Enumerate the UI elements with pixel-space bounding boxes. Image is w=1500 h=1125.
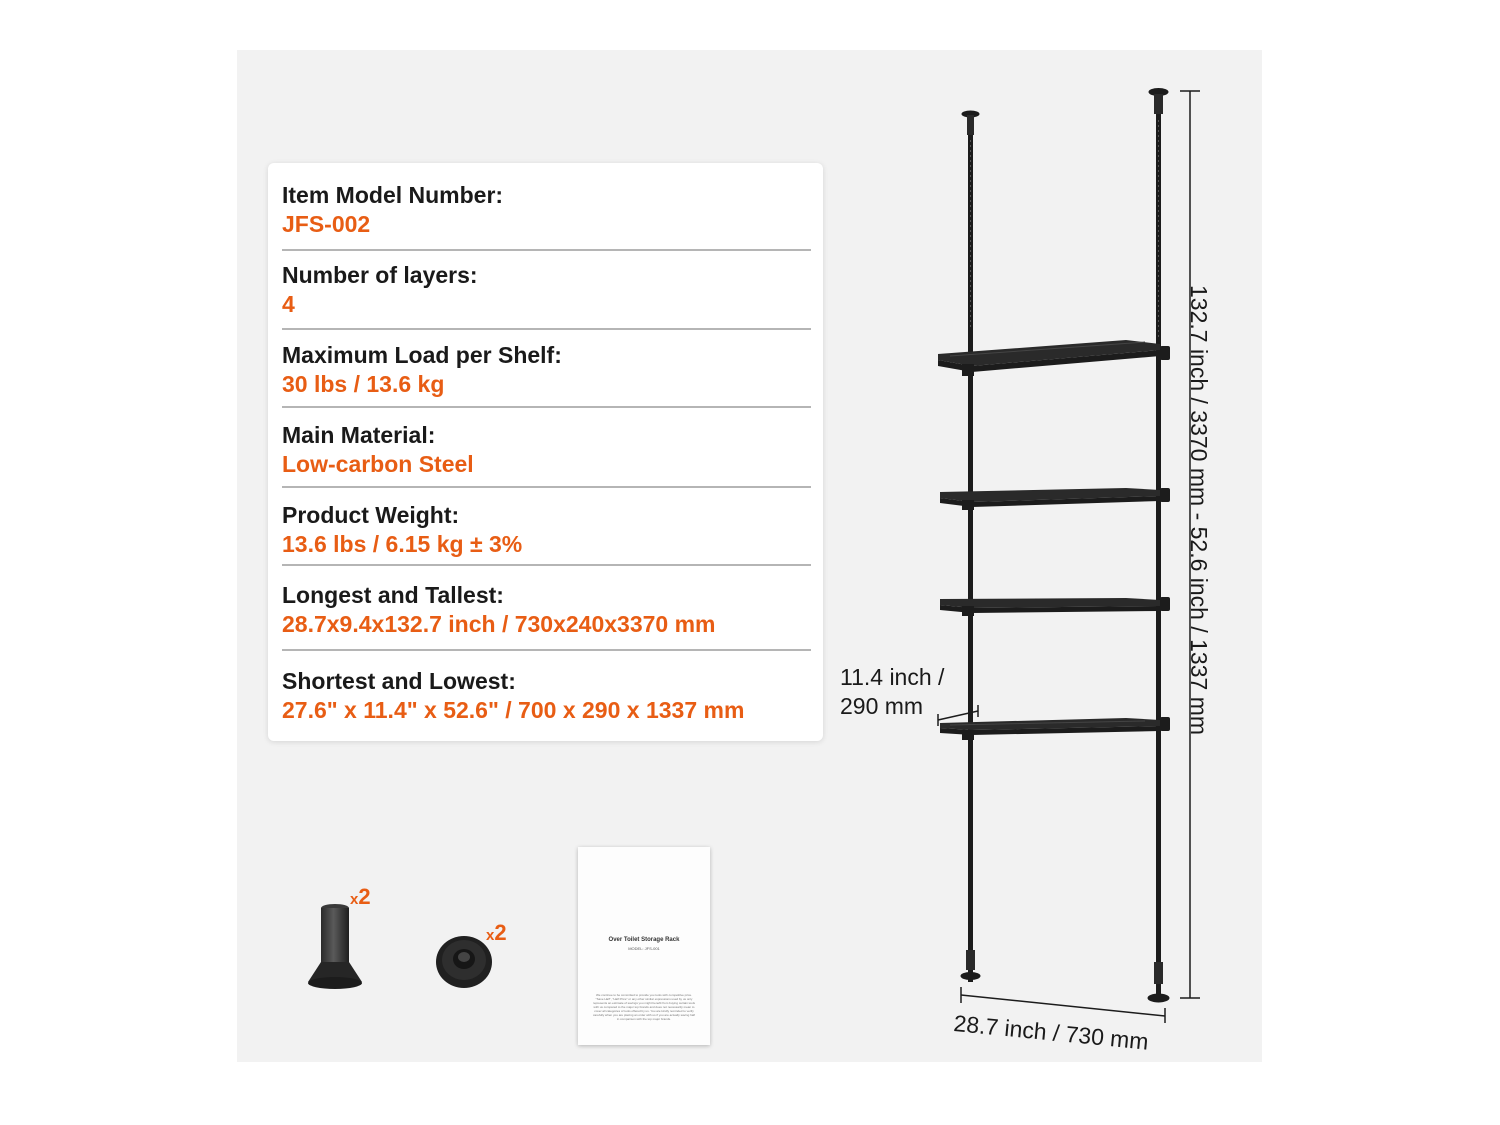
manual-text: We continue to be committed to provide y… (592, 993, 696, 1021)
height-dimension-line (1180, 90, 1200, 999)
spec-label: Main Material: (282, 422, 436, 448)
spec-value: 13.6 lbs / 6.15 kg ± 3% (282, 531, 523, 557)
spec-divider (282, 249, 811, 251)
spec-value: Low-carbon Steel (282, 451, 474, 477)
width-dimension-line (960, 987, 1166, 1023)
spec-divider (282, 564, 811, 566)
spec-value: 30 lbs / 13.6 kg (282, 371, 445, 397)
height-dimension-label: 132.7 inch / 3370 mm - 52.6 inch / 1337 … (1186, 285, 1212, 736)
depth-dimension-label-line1: 11.4 inch / (840, 664, 945, 690)
manual-model: MODEL: JFS-001 (628, 946, 660, 951)
spec-value: 4 (282, 291, 295, 317)
spec-divider (282, 486, 811, 488)
spec-row-weight: Product Weight: 13.6 lbs / 6.15 kg ± 3% (282, 501, 811, 559)
foot-piece-icon (308, 904, 362, 989)
spec-row-longest: Longest and Tallest: 28.7x9.4x132.7 inch… (282, 581, 811, 639)
foot-quantity-label: x2 (350, 884, 371, 909)
spec-row-max-load: Maximum Load per Shelf: 30 lbs / 13.6 kg (282, 341, 811, 399)
manual-title: Over Toilet Storage Rack (608, 937, 680, 943)
spec-label: Product Weight: (282, 502, 460, 528)
spec-row-model: Item Model Number: JFS-002 (282, 181, 811, 239)
spec-label: Shortest and Lowest: (282, 668, 516, 694)
spec-divider (282, 406, 811, 408)
spec-value: 27.6" x 11.4" x 52.6" / 700 x 290 x 1337… (282, 697, 745, 723)
spec-label: Longest and Tallest: (282, 582, 504, 608)
spec-row-layers: Number of layers: 4 (282, 261, 811, 319)
spec-label: Maximum Load per Shelf: (282, 342, 562, 368)
spec-row-shortest: Shortest and Lowest: 27.6" x 11.4" x 52.… (282, 667, 811, 725)
instruction-manual: Over Toilet Storage Rack MODEL: JFS-001 … (578, 847, 710, 1045)
spec-row-material: Main Material: Low-carbon Steel (282, 421, 811, 479)
spec-label: Item Model Number: (282, 182, 504, 208)
cap-quantity-label: x2 (486, 920, 507, 945)
spec-divider (282, 328, 811, 330)
spec-label: Number of layers: (282, 262, 478, 288)
spec-value: JFS-002 (282, 211, 371, 237)
spec-value: 28.7x9.4x132.7 inch / 730x240x3370 mm (282, 611, 716, 637)
depth-dimension-label-line2: 290 mm (840, 693, 924, 719)
spec-divider (282, 649, 811, 651)
rack-illustration (937, 88, 1170, 1003)
ceiling-cap-icon (436, 936, 492, 988)
spec-card: Item Model Number: JFS-002 Number of lay… (268, 163, 823, 741)
